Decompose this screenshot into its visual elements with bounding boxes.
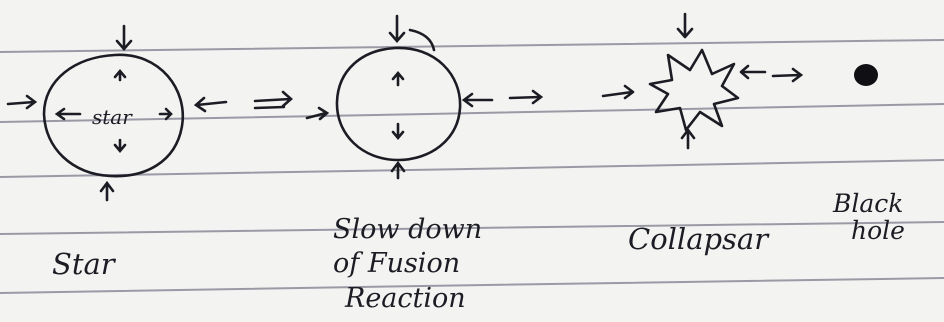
star-inner-arrow-up (113, 68, 127, 82)
star-inner-arrow-left (54, 107, 82, 121)
slow-inner-arrow-up (391, 70, 405, 87)
star-arrow-bottom (99, 180, 115, 202)
slow-arrow-bottom (390, 160, 406, 180)
slow-label-line-2: of Fusion (333, 248, 461, 279)
star-arrow-top (115, 24, 133, 51)
slow-inner-arrow-down (391, 122, 405, 141)
slow-label-line-1: Slow down (333, 214, 483, 245)
black-hole-label-line-1: Black (833, 189, 904, 218)
collapsar-arrow-right (739, 64, 767, 80)
star-inner-label: star (92, 105, 132, 129)
collapsar-arrow-left (601, 84, 635, 100)
collapsar-starburst (648, 48, 740, 132)
star-arrow-right (193, 96, 228, 113)
slow-stage (305, 14, 494, 180)
star-inner-arrow-down (113, 138, 127, 154)
slow-arc (408, 28, 436, 52)
star-inner-arrow-right (158, 107, 173, 121)
collapsar-stage (601, 12, 767, 150)
collapsar-label: Collapsar (628, 222, 769, 256)
collapsar-arrow-bottom (680, 128, 696, 150)
slow-arrow-right (461, 92, 494, 108)
slow-arrow-top (388, 14, 406, 43)
black-hole-dot (854, 64, 878, 86)
star-label: Star (52, 247, 115, 281)
slow-label-line-3: Reaction (345, 283, 466, 314)
star-circle (42, 53, 185, 178)
transition-arrow-3 (771, 67, 804, 83)
transition-arrow-1 (253, 90, 293, 110)
black-hole-label-line-2: hole (851, 216, 905, 245)
star-stage (6, 24, 228, 202)
star-arrow-left (6, 94, 38, 110)
slow-circle (335, 46, 462, 162)
slow-arrow-left (305, 106, 330, 121)
collapsar-arrow-top (676, 12, 694, 39)
transition-arrow-2 (508, 89, 544, 105)
ruled-lines (0, 39, 944, 294)
